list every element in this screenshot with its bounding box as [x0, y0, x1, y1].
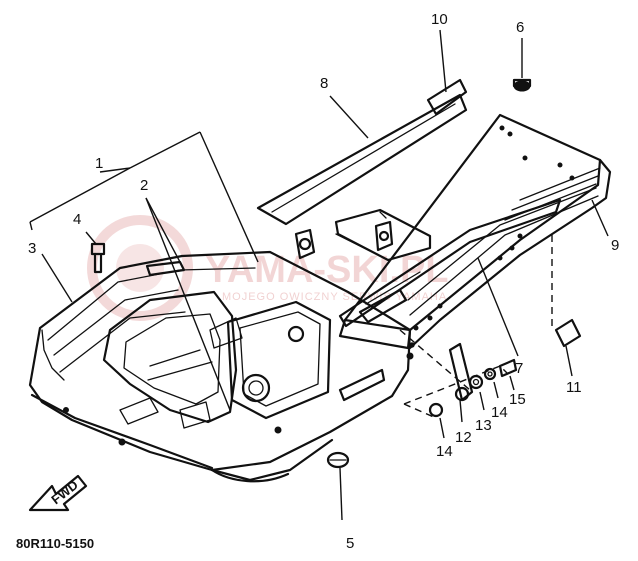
callout-14b: 14	[491, 404, 508, 421]
watermark-main: YAMA-SKI.PL	[205, 249, 449, 291]
part-4-bolt	[90, 242, 106, 274]
part-6-cap	[512, 78, 532, 92]
callout-labels: 1 2 3 4 5 6 7 8 9 10 11 12 13 14 14 15	[28, 11, 619, 552]
callout-12: 12	[455, 429, 472, 446]
callout-10: 10	[431, 11, 448, 28]
hull-body	[28, 250, 415, 483]
part-11-pad	[551, 235, 582, 348]
lever-hardware	[399, 329, 518, 419]
callout-7: 7	[515, 360, 523, 377]
callout-2: 2	[140, 177, 148, 194]
callout-1: 1	[95, 155, 103, 172]
callout-4: 4	[73, 211, 81, 228]
callout-6: 6	[516, 19, 524, 36]
callout-5: 5	[346, 535, 354, 552]
watermark-sub: MOJEGO OWICZNY SERWIS YAMAHA	[222, 291, 447, 303]
callout-15: 15	[509, 391, 526, 408]
upper-deck	[294, 113, 612, 350]
callout-14a: 14	[436, 443, 453, 460]
callout-9: 9	[611, 237, 619, 254]
fwd-arrow-icon: FWD	[28, 474, 88, 512]
callout-3: 3	[28, 240, 36, 257]
callout-8: 8	[320, 75, 328, 92]
callout-13: 13	[475, 417, 492, 434]
callout-11: 11	[566, 379, 582, 396]
part-10-strip	[426, 78, 468, 116]
leader-lines	[29, 29, 609, 521]
watermark: YAMA-SKI.PL MOJEGO OWICZNY SERWIS YAMAHA	[87, 215, 449, 321]
part-number: 80R110-5150	[16, 536, 94, 551]
part-5-plug	[326, 451, 350, 469]
part-8-strip	[256, 93, 468, 226]
